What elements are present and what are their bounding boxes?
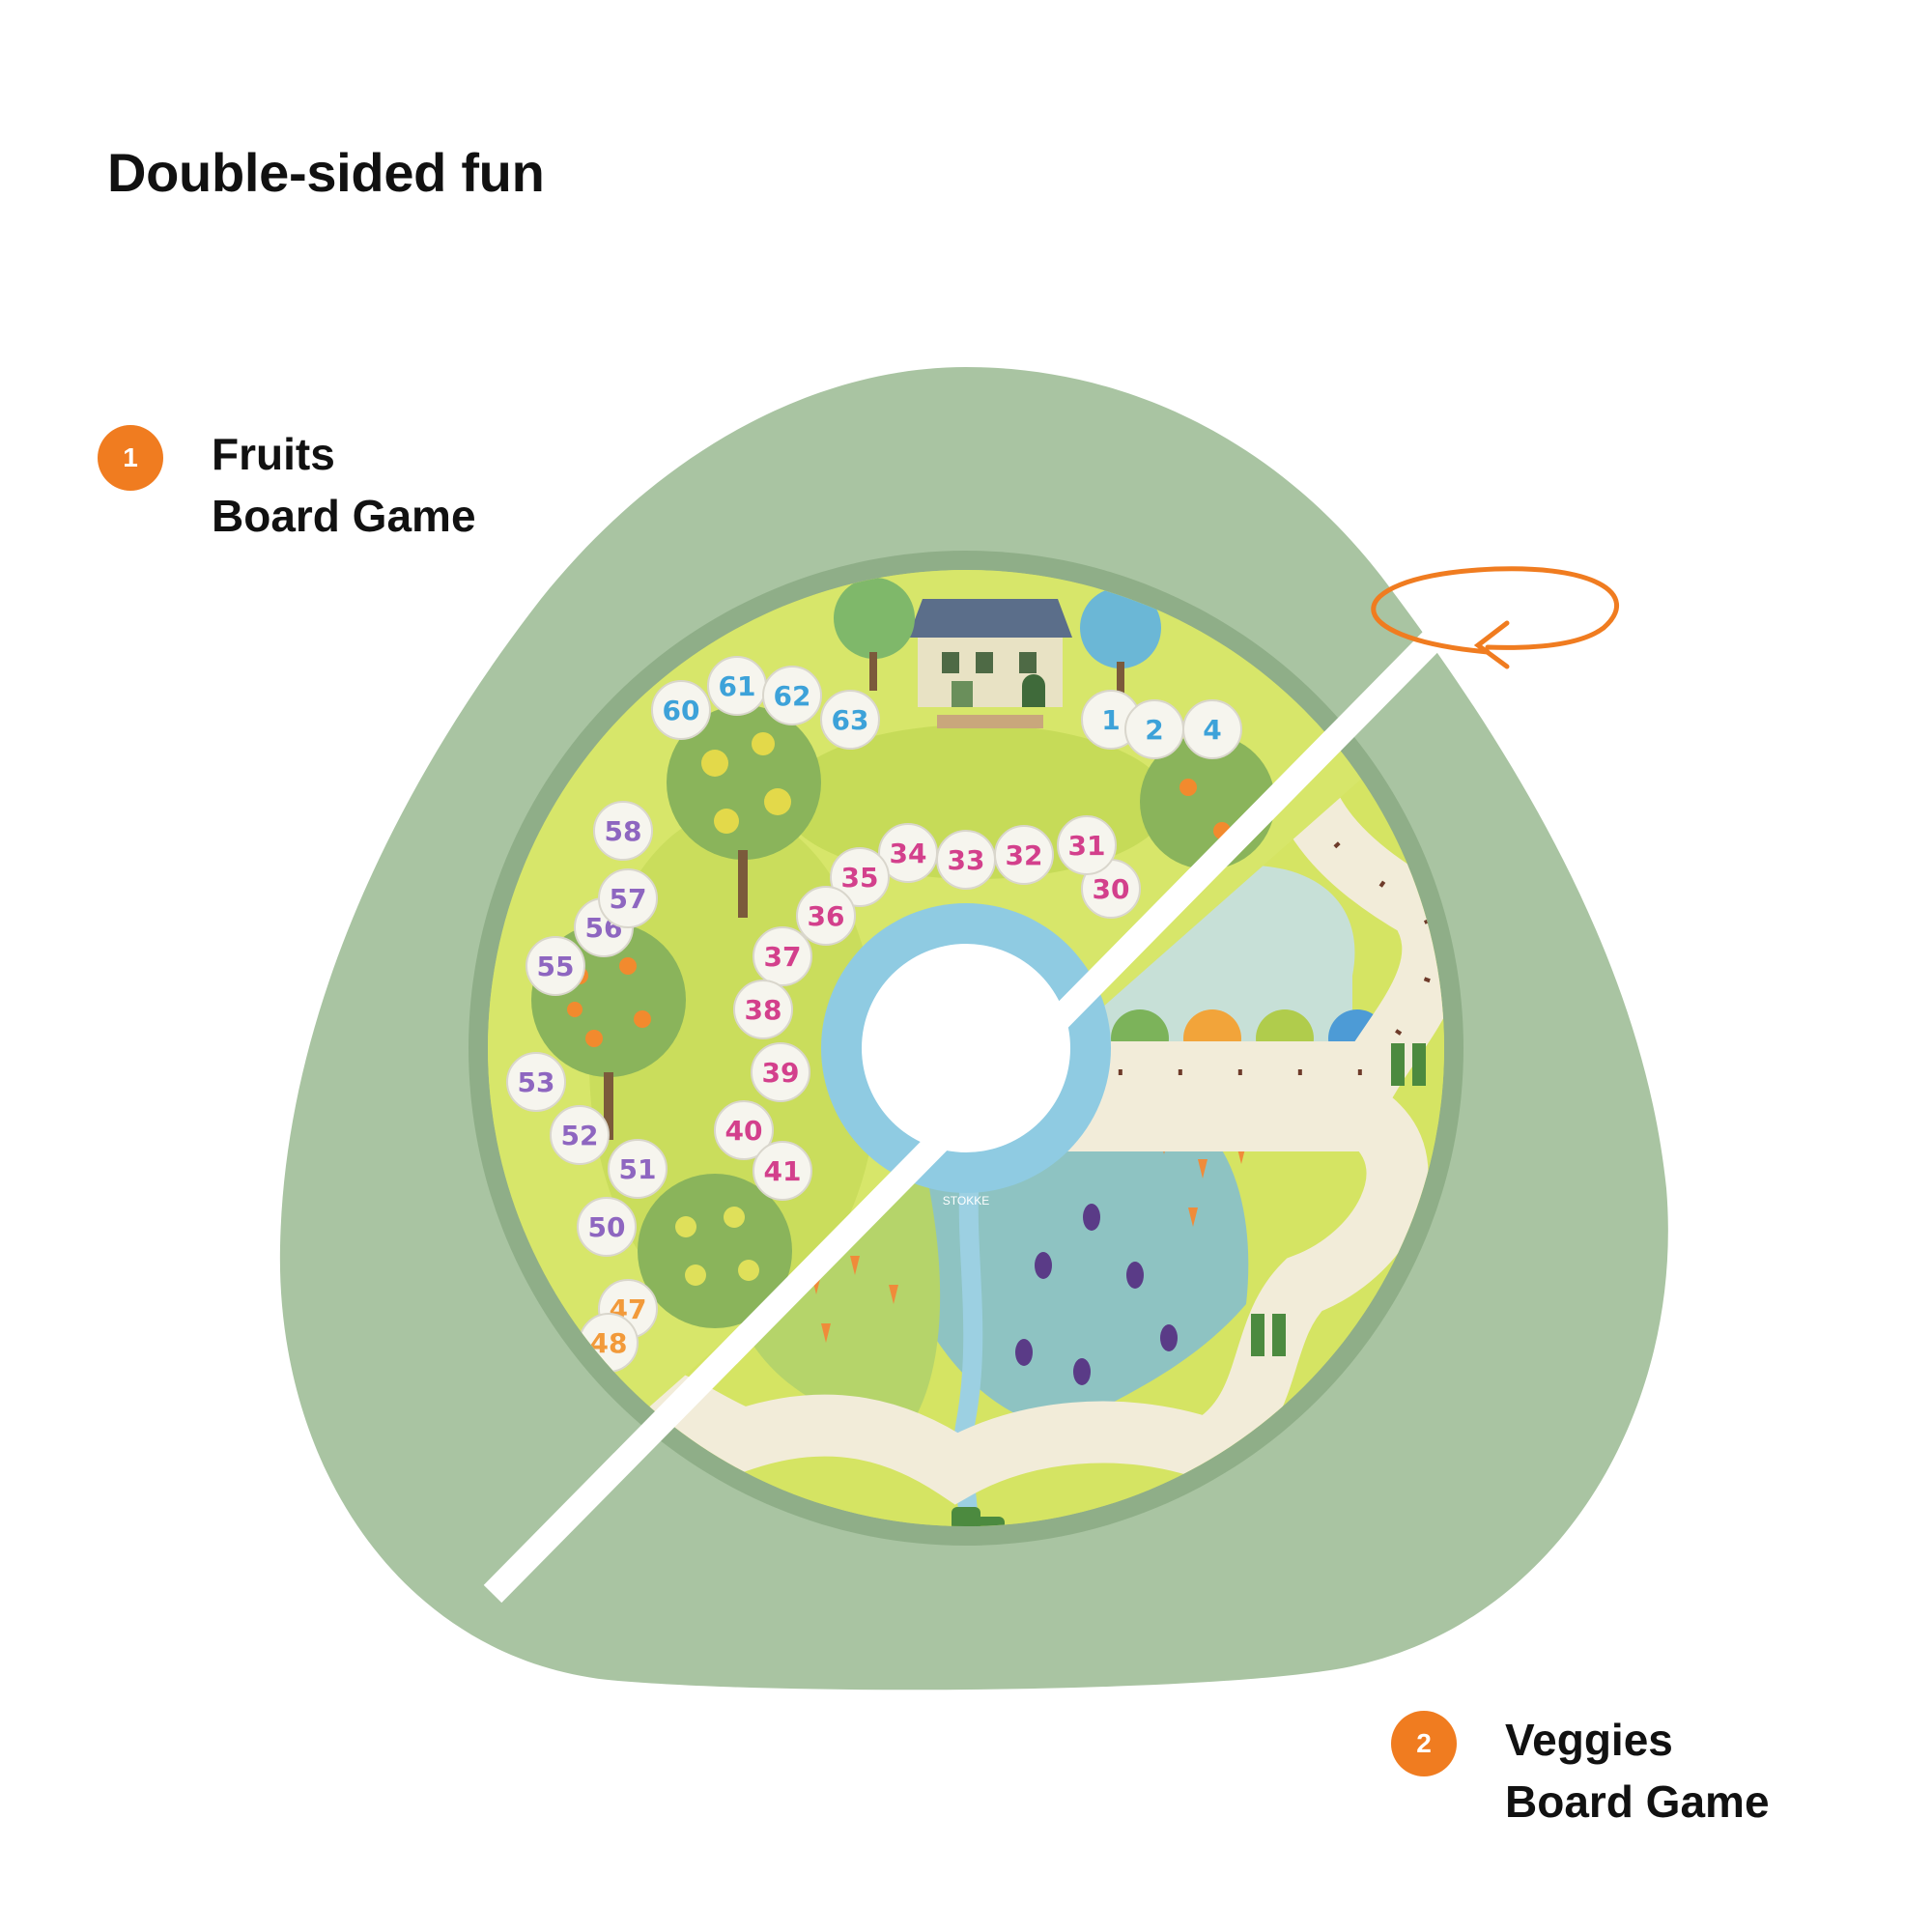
fruit-board-tile xyxy=(762,666,822,725)
fruit-board-tile xyxy=(878,823,938,883)
callout-veggies-line1: Veggies xyxy=(1505,1715,1673,1765)
fruit-board-tile-number: 52 xyxy=(561,1120,599,1151)
rotate-arrow-icon xyxy=(1371,566,1619,669)
fruit-board-tile xyxy=(651,680,711,740)
fruit-board-tile xyxy=(830,847,890,907)
callout-veggies-label: Veggies Board Game xyxy=(1505,1709,1770,1833)
brand-label: STOKKE xyxy=(943,1194,989,1208)
fruit-board-tile-number: 55 xyxy=(537,951,575,982)
fruit-board-tile-number: 63 xyxy=(832,704,869,736)
callout-fruits: 1 Fruits Board Game xyxy=(98,425,476,547)
fruit-board-tile-number: 36 xyxy=(808,900,845,932)
fruit-board-tile-number: 39 xyxy=(762,1057,800,1089)
callout-veggies-line2: Board Game xyxy=(1505,1776,1770,1827)
callout-fruits-line2: Board Game xyxy=(212,491,476,541)
gloves-icon xyxy=(952,1507,1005,1526)
tree-icon xyxy=(834,578,915,691)
fruit-board-tile xyxy=(820,690,880,750)
fruit-board-tile-number: 30 xyxy=(1093,873,1130,905)
farmhouse-illustration xyxy=(908,599,1072,728)
boots-icon xyxy=(1251,1043,1426,1356)
fruit-board-tile-number: 50 xyxy=(588,1211,626,1243)
fruit-board-tile xyxy=(796,886,856,946)
fruit-board-tile-number: 51 xyxy=(619,1153,657,1185)
fruit-board-tile xyxy=(714,1100,774,1160)
center-hole xyxy=(862,944,1070,1152)
eggplant-icons xyxy=(1015,1204,1178,1385)
fruit-board-tile xyxy=(753,926,812,986)
fruit-board-tile xyxy=(593,801,653,861)
apple-tree-icon xyxy=(638,1174,792,1328)
fruit-board-tile-number: 41 xyxy=(764,1155,802,1187)
fruit-board-tile-number: 60 xyxy=(663,695,700,726)
fruit-board-tile xyxy=(598,868,658,928)
fruit-board-tile xyxy=(550,1105,610,1165)
fruit-board-tile-number: 37 xyxy=(764,941,802,973)
fruit-board-tile xyxy=(1182,699,1242,759)
fruit-board-tile xyxy=(753,1141,812,1201)
number-badge-2: 2 xyxy=(1391,1711,1457,1776)
pear-tree-icon xyxy=(667,705,821,918)
fruit-board-tile-number: 33 xyxy=(948,844,985,876)
fruit-board-tile-number: 1 xyxy=(1101,704,1120,736)
fruit-board-tile-number: 32 xyxy=(1006,839,1043,871)
callout-fruits-line1: Fruits xyxy=(212,429,335,479)
fruit-board-tile xyxy=(1057,815,1117,875)
fruit-board-tile-number: 35 xyxy=(841,862,879,894)
number-badge-1: 1 xyxy=(98,425,163,491)
fruit-board-tile-number: 31 xyxy=(1068,830,1106,862)
fruit-board-tile xyxy=(577,1197,637,1257)
fruit-board-tile-number: 62 xyxy=(774,680,811,712)
tree-icon xyxy=(1080,587,1161,700)
callout-veggies: 2 Veggies Board Game xyxy=(1391,1711,1770,1833)
fruit-board-tile-number: 61 xyxy=(719,670,756,702)
fruit-board-tile-number: 2 xyxy=(1145,714,1163,746)
fruit-board-tile-number: 57 xyxy=(610,883,647,915)
fruit-board-tile xyxy=(751,1042,810,1102)
fruit-board-tile xyxy=(526,936,585,996)
fruit-board-tile-number: 38 xyxy=(745,994,782,1026)
fruit-board-tile xyxy=(506,1052,566,1112)
fruit-board-tile xyxy=(608,1139,668,1199)
callout-fruits-label: Fruits Board Game xyxy=(212,423,476,547)
page-title: Double-sided fun xyxy=(107,142,545,203)
fruit-board-tile xyxy=(733,980,793,1039)
fruit-board-tile-number: 58 xyxy=(605,815,642,847)
board-split-line xyxy=(483,618,1454,1604)
fruit-board-tile-number: 34 xyxy=(890,838,927,869)
fruit-board-tile-number: 53 xyxy=(518,1066,555,1098)
fruit-board-tile-number: 4 xyxy=(1203,714,1221,746)
fruit-board-tile-number: 40 xyxy=(725,1115,763,1147)
